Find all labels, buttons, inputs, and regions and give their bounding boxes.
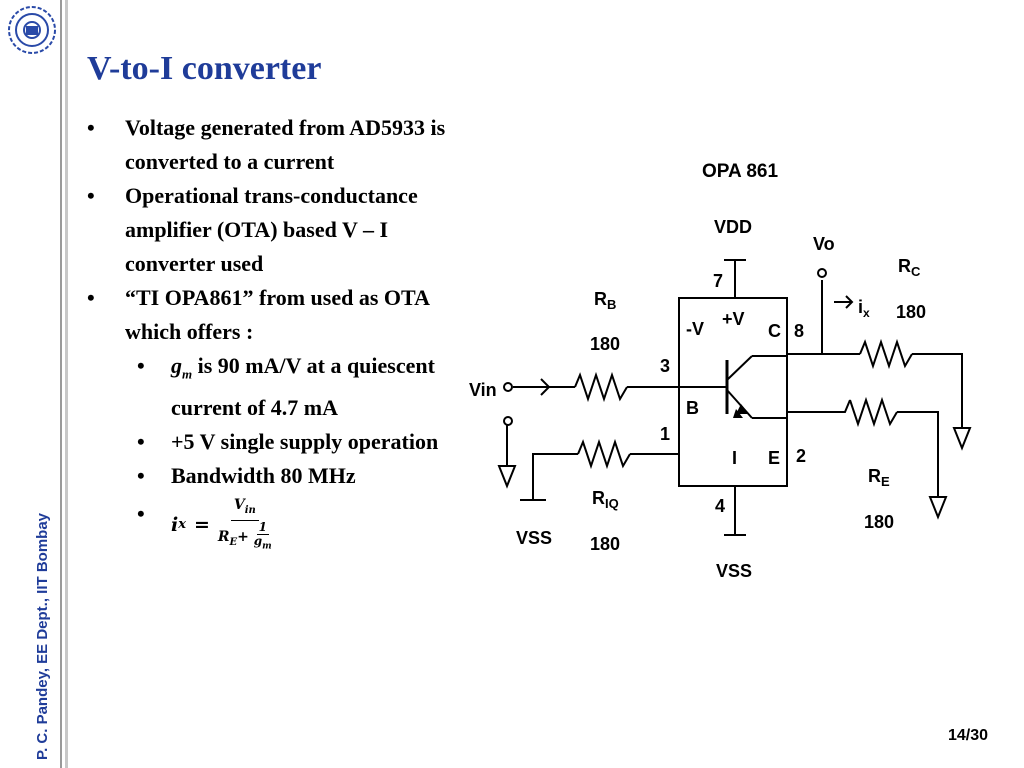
author-vertical-text: P. C. Pandey, EE Dept., IIT Bombay xyxy=(34,512,51,760)
iit-bombay-logo xyxy=(8,6,56,54)
slide-title: V-to-I converter xyxy=(87,50,322,87)
pin-8: 8 xyxy=(794,321,804,341)
chip-label: OPA 861 xyxy=(702,161,778,182)
pin-3: 3 xyxy=(660,356,670,376)
collector-label: C xyxy=(768,321,781,341)
plus-v-label: +V xyxy=(722,309,745,329)
base-label: B xyxy=(686,398,699,418)
bullet-opa861: •“TI OPA861” from used as OTA which offe… xyxy=(87,285,429,344)
rc-value: 180 xyxy=(896,302,926,322)
sub-bullet-gm: •gm is 90 mA/V at a quiescent current of… xyxy=(137,353,435,421)
bullet-list: •Voltage generated from AD5933 is conver… xyxy=(87,111,467,554)
opa861-chip-body xyxy=(678,297,788,487)
re-label: RE xyxy=(868,466,890,489)
vdd-label: VDD xyxy=(714,217,752,237)
vin-label: Vin xyxy=(469,380,497,400)
vss-left-label: VSS xyxy=(516,528,552,548)
minus-v-label: -V xyxy=(686,319,704,339)
pin-2: 2 xyxy=(796,446,806,466)
sub-bullet-supply: •+5 V single supply operation xyxy=(137,429,439,455)
opa861-circuit: OPA 861 VDD 7 +V -V C 8 3 B 1 I E 2 4 VS… xyxy=(469,161,972,581)
rb-label: RB xyxy=(594,289,616,312)
re-value: 180 xyxy=(864,512,894,532)
sidebar-divider-shadow xyxy=(65,0,68,768)
sidebar: P. C. Pandey, EE Dept., IIT Bombay xyxy=(0,0,68,768)
pin-1: 1 xyxy=(660,424,670,444)
sub-bullet-bandwidth: •Bandwidth 80 MHz xyxy=(137,463,356,489)
ix-label: ix xyxy=(858,297,870,320)
sidebar-divider xyxy=(60,0,62,768)
vss-bottom-label: VSS xyxy=(716,561,752,581)
page-number: 14/30 xyxy=(948,727,989,744)
current-label: I xyxy=(732,448,737,468)
rc-label: RC xyxy=(898,256,921,279)
pin-4: 4 xyxy=(715,496,725,516)
emitter-label: E xyxy=(768,448,780,468)
bullet-voltage-source: •Voltage generated from AD5933 is conver… xyxy=(87,115,446,174)
riq-value: 180 xyxy=(590,534,620,554)
vo-label: Vo xyxy=(813,234,835,254)
rb-value: 180 xyxy=(590,334,620,354)
riq-label: RIQ xyxy=(592,488,619,511)
pin-7: 7 xyxy=(713,271,723,291)
bullet-ota: •Operational trans-conductance amplifier… xyxy=(87,183,418,276)
